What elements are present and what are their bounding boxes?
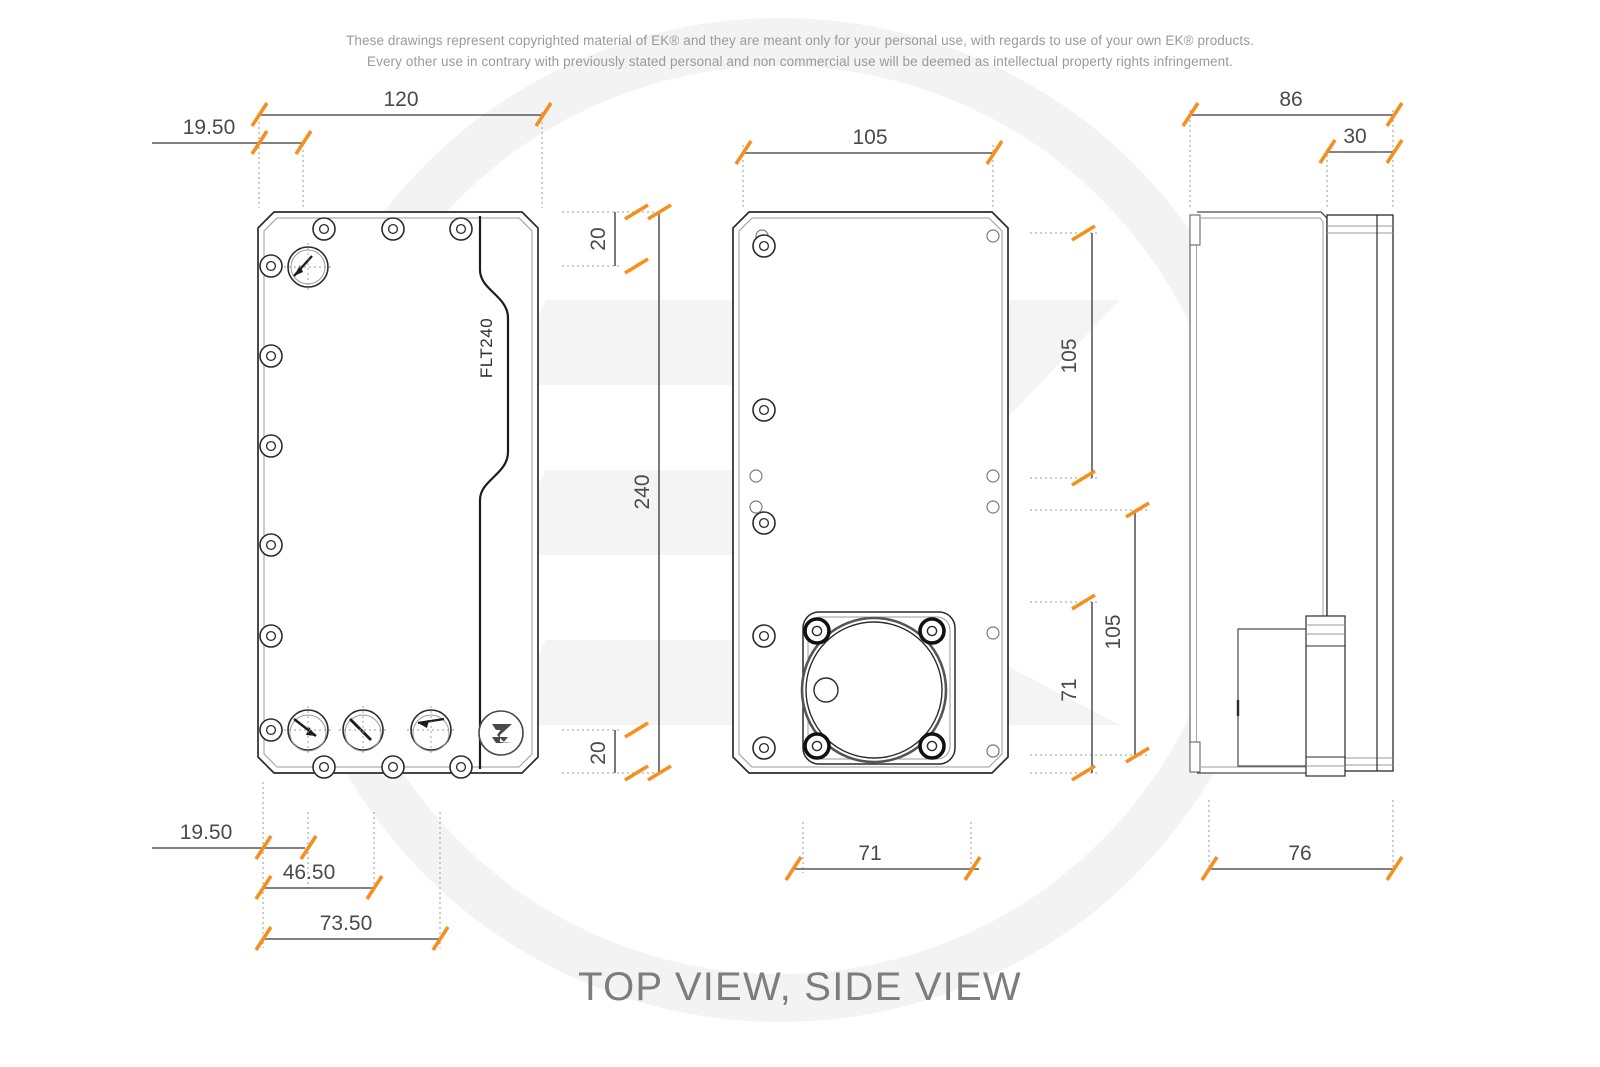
view-back-plate bbox=[732, 211, 1009, 774]
dim-105-lower-label: 105 bbox=[1102, 614, 1125, 649]
plate-inner-edge bbox=[263, 217, 533, 768]
dim-46-50-label: 46.50 bbox=[283, 861, 336, 884]
dim-105-lower: 105 bbox=[1102, 501, 1150, 764]
dim-105-upper: 105 bbox=[1058, 224, 1096, 487]
view-top-plate: FLT240 bbox=[257, 211, 539, 779]
dim-240-label: 240 bbox=[631, 474, 654, 509]
pump-bolt-tr bbox=[918, 617, 946, 645]
dim-120: 120 bbox=[250, 88, 553, 127]
view2-dimensions: 105 105 105 bbox=[734, 126, 1150, 881]
dim-105-upper-label: 105 bbox=[1058, 338, 1081, 373]
dim-71-horizontal: 71 bbox=[784, 842, 982, 881]
side-tab-top bbox=[1189, 214, 1201, 246]
dim-20-bottom-label: 20 bbox=[587, 741, 610, 764]
dim-30-label: 30 bbox=[1343, 125, 1366, 148]
dim-30: 30 bbox=[1318, 125, 1404, 164]
part-label-flt240: FLT240 bbox=[477, 318, 496, 378]
reservoir-profile-curve bbox=[478, 216, 510, 769]
dim-20-top: 20 bbox=[587, 203, 649, 275]
pump-port-hole bbox=[813, 677, 839, 703]
view-side bbox=[1189, 211, 1394, 777]
dim-105-width-label: 105 bbox=[852, 126, 887, 149]
dim-19-50-bottom: 19.50 bbox=[152, 821, 318, 860]
dim-86-label: 86 bbox=[1279, 88, 1302, 111]
dim-20-top-label: 20 bbox=[587, 227, 610, 250]
side-reservoir-inner bbox=[1201, 217, 1324, 768]
side-pump-housing bbox=[1236, 615, 1346, 777]
dim-19-50-top-label: 19.50 bbox=[183, 116, 236, 139]
dim-76-label: 76 bbox=[1288, 842, 1311, 865]
pump-bolt-br bbox=[918, 732, 946, 760]
backplate-inner-edge bbox=[738, 217, 1003, 768]
dim-71-vertical-label: 71 bbox=[1058, 678, 1081, 701]
plate-outline bbox=[257, 211, 539, 774]
dim-105-width: 105 bbox=[734, 126, 1004, 165]
side-front-rail bbox=[1189, 214, 1198, 773]
dim-19-50-top: 19.50 bbox=[152, 116, 313, 155]
dim-73-50: 73.50 bbox=[254, 912, 450, 951]
fill-port-top bbox=[284, 243, 332, 291]
dim-19-50-bottom-label: 19.50 bbox=[180, 821, 233, 844]
view3-dimensions: 86 30 76 bbox=[1181, 88, 1404, 881]
dim-73-50-label: 73.50 bbox=[320, 912, 373, 935]
view1-dimensions: 120 19.50 20 bbox=[152, 88, 672, 951]
dim-71-vertical: 71 bbox=[1058, 593, 1096, 782]
side-tab-bottom bbox=[1189, 741, 1201, 773]
dim-71-horizontal-label: 71 bbox=[858, 842, 881, 865]
pump-body-inner bbox=[805, 621, 943, 759]
pump-mount-plate bbox=[800, 611, 956, 765]
pump-bolt-bl bbox=[803, 732, 831, 760]
dim-86: 86 bbox=[1181, 88, 1404, 127]
ek-logo-badge bbox=[478, 710, 524, 756]
dim-76: 76 bbox=[1200, 842, 1404, 881]
pump-body-outer bbox=[800, 616, 948, 764]
bottom-ports bbox=[284, 706, 455, 754]
dim-240: 240 bbox=[631, 203, 672, 782]
dim-20-bottom: 20 bbox=[587, 721, 649, 782]
view-title: TOP VIEW, SIDE VIEW bbox=[578, 965, 1022, 1009]
pump-bolt-tl bbox=[803, 617, 831, 645]
dim-46-50: 46.50 bbox=[254, 861, 384, 900]
dim-120-label: 120 bbox=[383, 88, 418, 111]
